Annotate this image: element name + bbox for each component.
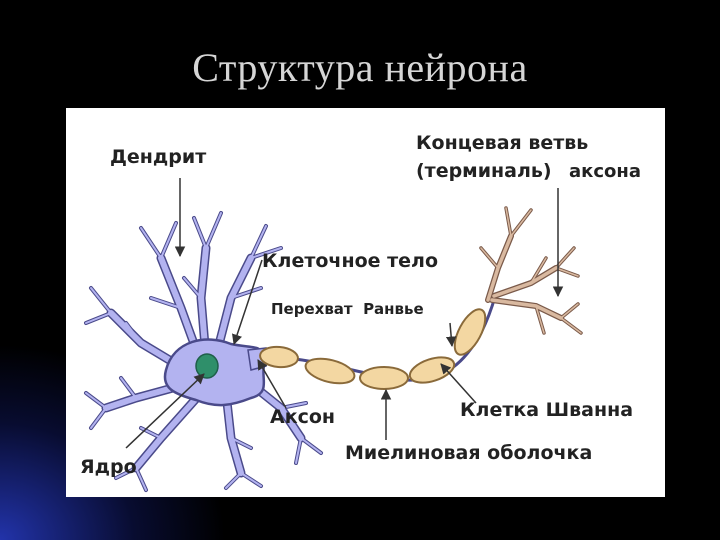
nucleus-shape	[195, 353, 219, 379]
pointer-arrows	[125, 178, 564, 449]
ranvier-arrow	[445, 322, 457, 348]
schwann-arrow	[440, 363, 477, 404]
neuron-diagram	[84, 178, 583, 492]
label-nucleus: Ядро	[80, 456, 137, 478]
label-terminal-line1: Концевая ветвь	[416, 132, 589, 154]
axon-arrow	[257, 359, 287, 409]
label-myelin-sheath: Миелиновая оболочка	[345, 442, 593, 464]
neuron-diagram-panel: Дендрит Концевая ветвь (терминаль) аксон…	[66, 108, 665, 497]
label-schwann-cell: Клетка Шванна	[460, 399, 634, 421]
label-axon: Аксон	[270, 406, 336, 428]
label-cell-body: Клеточное тело	[262, 250, 438, 272]
nucleus-arrow	[125, 373, 205, 449]
label-terminal-line2a: (терминаль)	[416, 160, 552, 182]
cell-body-arrow	[232, 259, 263, 345]
label-ranvier-node: Перехват Ранвье	[271, 300, 424, 318]
axon-terminals	[479, 206, 583, 335]
label-dendrite: Дендрит	[110, 146, 207, 168]
slide-title: Структура нейрона	[192, 45, 528, 90]
label-terminal-line2b: аксона	[569, 161, 641, 182]
myelin-segments	[259, 308, 487, 390]
